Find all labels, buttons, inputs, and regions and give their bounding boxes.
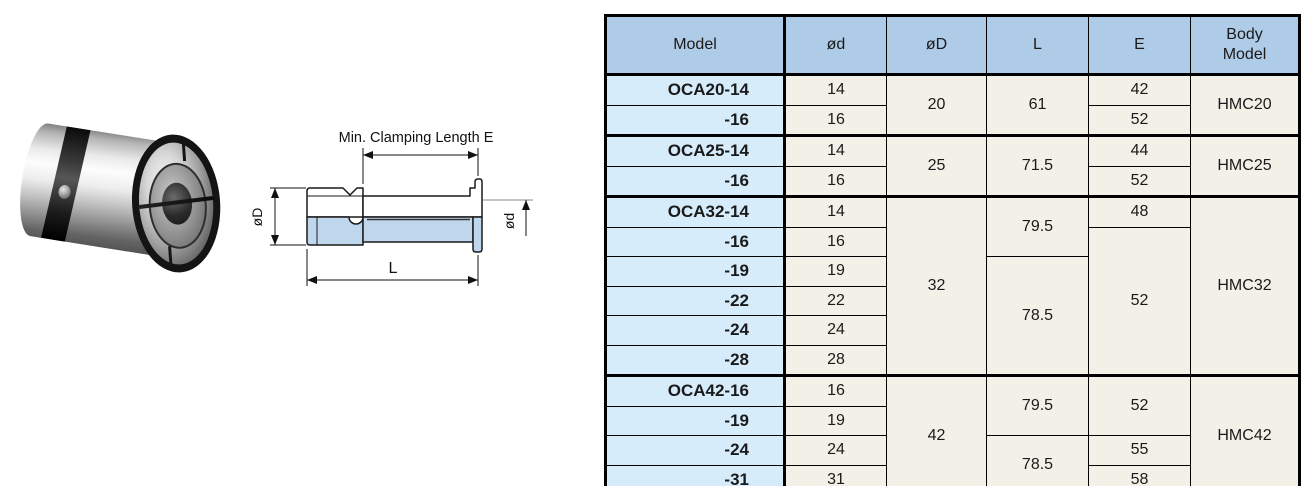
cell-d: 14 [784,134,887,167]
spec-table-header: Model ød øD L E Body Model [605,15,1300,76]
cell-d: 14 [784,195,887,228]
cell-model: OCA32-14 [605,195,786,228]
cell-model: -19 [605,256,786,287]
cell-E: 52 [1088,165,1191,197]
cell-d: 31 [784,464,887,486]
dimension-L [306,249,479,286]
cell-body: HMC25 [1190,134,1300,197]
cell-d: 16 [784,226,887,257]
dimension-oD [270,187,306,246]
cell-d: 19 [784,256,887,287]
collet-sleeve-photo [13,100,228,300]
col-header-model: Model [605,15,786,76]
cell-L: 78.5 [986,435,1089,486]
cell-model: -31 [605,464,786,486]
cell-E: 55 [1088,435,1191,466]
cell-E: 58 [1088,464,1191,486]
cell-d: 24 [784,435,887,466]
cell-model: -16 [605,104,786,136]
label-length: L [389,260,398,277]
cell-E: 52 [1088,104,1191,136]
cell-model: -22 [605,285,786,316]
cell-d: 14 [784,73,887,106]
cell-body: HMC32 [1190,195,1300,376]
dimension-E [362,148,479,184]
cell-model: -28 [605,344,786,376]
dimension-od [483,199,533,236]
cell-model: -24 [605,435,786,466]
col-header-body-model: Body Model [1190,15,1300,76]
cell-d: 16 [784,165,887,197]
cell-L: 71.5 [986,134,1089,197]
diagram-lower-section [306,216,483,253]
diagram-upper-profile [306,178,483,218]
cell-model: OCA25-14 [605,134,786,167]
cell-L: 79.5 [986,195,1089,257]
cell-model: OCA42-16 [605,374,786,407]
label-inner-diameter: ød [501,213,517,229]
cell-d: 22 [784,285,887,316]
col-header-D: øD [886,15,987,76]
dimension-diagram: Min. Clamping Length E øD ød L [249,130,533,286]
cell-D: 32 [886,195,987,376]
col-header-E: E [1088,15,1191,76]
cell-E: 52 [1088,226,1191,376]
cell-model: -16 [605,165,786,197]
photo-tilt-group [2,85,243,316]
cell-body: HMC42 [1190,374,1300,486]
header-row: Model ød øD L E Body Model [605,15,1300,76]
cell-d: 28 [784,344,887,376]
cell-d: 16 [784,104,887,136]
cell-L: 78.5 [986,256,1089,376]
cell-E: 48 [1088,195,1191,228]
cell-L: 61 [986,73,1089,136]
cell-E: 52 [1088,374,1191,436]
cell-L: 79.5 [986,374,1089,436]
label-min-clamping-length: Min. Clamping Length E [339,130,494,146]
cell-d: 16 [784,374,887,407]
col-header-d: ød [784,15,887,76]
cell-d: 19 [784,405,887,436]
cell-model: -19 [605,405,786,436]
cell-D: 42 [886,374,987,486]
cell-model: -24 [605,315,786,346]
cell-d: 24 [784,315,887,346]
cell-D: 25 [886,134,987,197]
cell-model: -16 [605,226,786,257]
cell-body: HMC20 [1190,73,1300,136]
cell-D: 20 [886,73,987,136]
label-outer-diameter: øD [249,208,265,227]
cell-E: 42 [1088,73,1191,106]
cell-E: 44 [1088,134,1191,167]
cell-model: OCA20-14 [605,73,786,106]
col-header-L: L [986,15,1089,76]
